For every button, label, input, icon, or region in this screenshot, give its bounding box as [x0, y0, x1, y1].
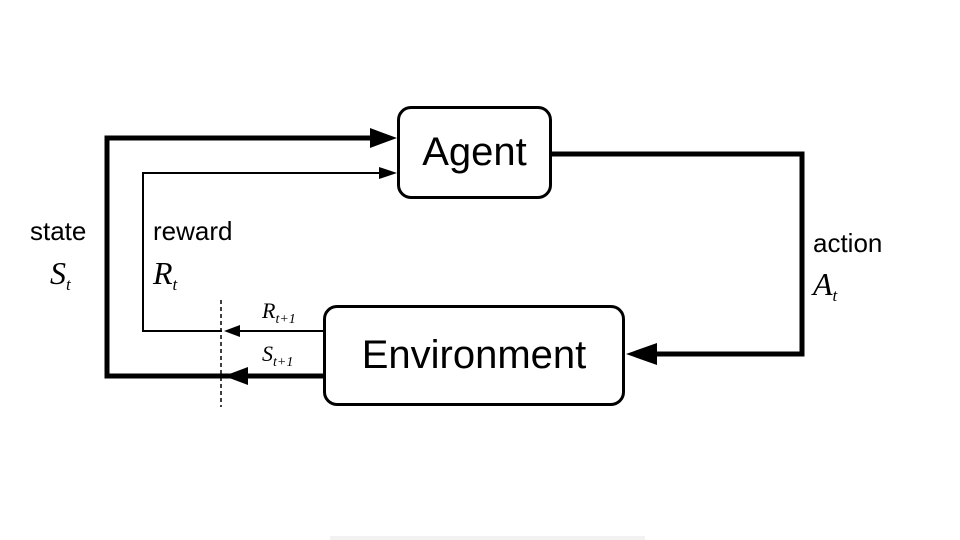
- action-word: action: [813, 228, 883, 258]
- action-symbol-subscript: t: [832, 286, 838, 305]
- reward-symbol-subscript: t: [172, 275, 178, 294]
- action-arrowhead: [626, 343, 657, 365]
- next-state-subscript: t+1: [273, 355, 294, 370]
- next-reward-subscript: t+1: [275, 312, 296, 327]
- environment-box: Environment: [323, 305, 625, 406]
- state-loop-line: [104, 135, 372, 379]
- agent-label: Agent: [422, 130, 527, 174]
- action-symbol: At: [813, 266, 837, 306]
- action-line: [552, 151, 805, 357]
- reward-arrowhead: [379, 167, 397, 179]
- reward-loop-line: [142, 172, 380, 332]
- bottom-edge-shadow: [330, 536, 645, 540]
- reward-word: reward: [153, 216, 233, 246]
- next-state-symbol: St+1: [262, 341, 293, 371]
- next-reward-symbol: Rt+1: [262, 298, 296, 328]
- state-symbol-subscript: t: [66, 275, 71, 294]
- state-symbol: St: [50, 255, 71, 295]
- agent-box: Agent: [397, 106, 552, 199]
- reward-symbol: Rt: [153, 255, 177, 295]
- action-symbol-letter: A: [813, 266, 833, 302]
- environment-label: Environment: [361, 333, 587, 377]
- state-symbol-letter: S: [50, 255, 66, 291]
- state-arrowhead: [370, 128, 397, 148]
- state-word: state: [30, 216, 87, 246]
- next-reward-arrowhead: [224, 325, 240, 337]
- reward-symbol-letter: R: [153, 255, 173, 291]
- next-state-arrowhead: [224, 367, 248, 385]
- next-reward-letter: R: [262, 298, 276, 323]
- next-state-letter: S: [262, 341, 273, 366]
